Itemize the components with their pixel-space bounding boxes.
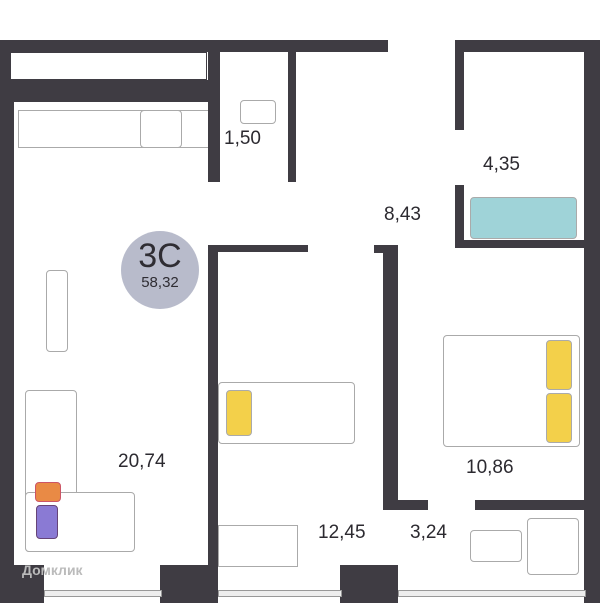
apartment-type: 3С: [138, 237, 182, 275]
room-area-hallway: 8,43: [384, 204, 421, 225]
apartment-badge: 3С 58,32: [121, 231, 199, 309]
pillow: [546, 340, 572, 390]
window: [44, 590, 162, 597]
dining-table: [46, 270, 68, 352]
balcony-table: [470, 530, 522, 562]
wall: [584, 510, 600, 603]
bathtub: [470, 197, 577, 239]
wall: [340, 565, 398, 603]
wall: [398, 500, 428, 510]
wall: [0, 40, 388, 52]
apartment-total-area: 58,32: [141, 274, 179, 291]
pillow-purple: [36, 505, 58, 539]
toilet: [240, 100, 276, 124]
wall: [455, 40, 600, 52]
stove: [140, 110, 182, 148]
wall: [0, 40, 14, 603]
window: [10, 52, 207, 80]
room-area-bedroom-2: 10,86: [466, 457, 514, 478]
wall: [455, 40, 464, 130]
watermark: Домклик: [22, 562, 83, 578]
wall: [455, 240, 590, 248]
room-area-bedroom-1: 12,45: [318, 522, 366, 543]
room-area-bathroom: 4,35: [483, 154, 520, 175]
wall: [0, 80, 215, 102]
pillow: [546, 393, 572, 443]
pillow-orange: [35, 482, 61, 502]
wall: [383, 245, 398, 510]
room-area-balcony: 3,24: [410, 522, 447, 543]
pillow: [226, 390, 252, 436]
wall: [584, 40, 600, 510]
wall: [208, 245, 218, 603]
wall: [208, 245, 308, 252]
wall: [208, 52, 220, 182]
room-area-wc: 1,50: [224, 128, 261, 149]
window: [398, 590, 586, 597]
wall: [160, 565, 218, 603]
room-area-kitchen-living: 20,74: [118, 451, 166, 472]
wall: [475, 500, 600, 510]
window: [218, 590, 342, 597]
balcony-chair: [527, 518, 579, 575]
wall: [455, 185, 464, 245]
desk: [218, 525, 298, 567]
wall: [14, 565, 44, 603]
wall: [288, 52, 296, 182]
